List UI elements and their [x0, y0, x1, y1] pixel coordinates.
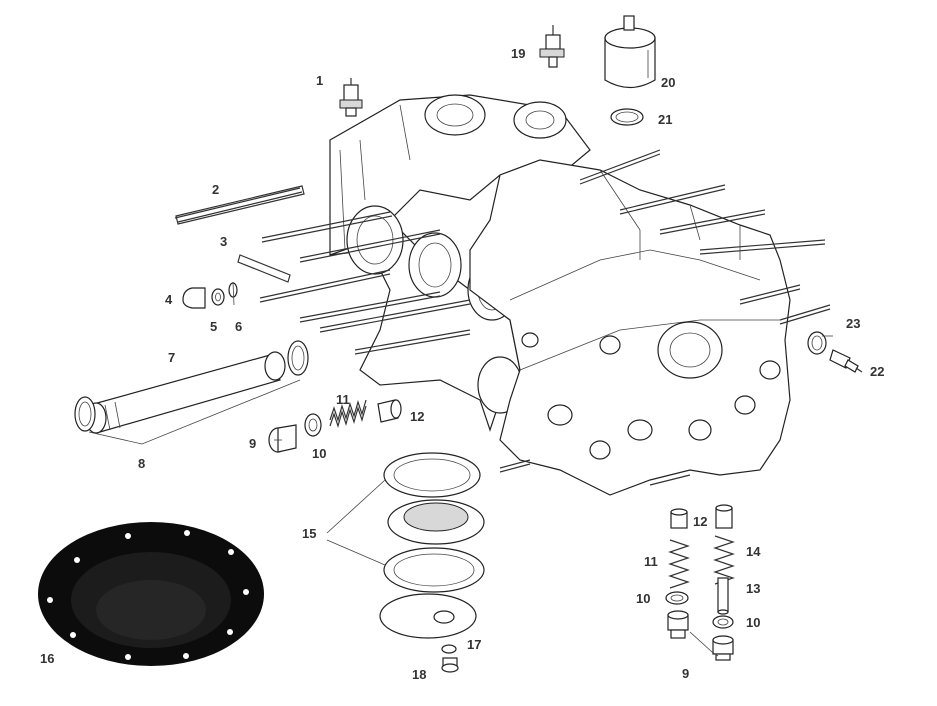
cap-nut — [182, 287, 206, 309]
callout-7: 7 — [168, 350, 175, 365]
callout-23: 23 — [846, 316, 860, 331]
callout-3: 3 — [220, 234, 227, 249]
callout-18: 18 — [412, 667, 426, 682]
callout-13: 13 — [746, 581, 760, 596]
flat-washer — [211, 288, 225, 306]
leader-lines — [88, 281, 833, 657]
tube-seal-right — [287, 340, 309, 376]
callout-4: 4 — [165, 292, 173, 307]
temperature-sender — [829, 349, 863, 373]
callout-22: 22 — [870, 364, 884, 379]
callout-11-right: 11 — [644, 554, 658, 569]
callout-2: 2 — [212, 182, 219, 197]
oil-pump-housing — [604, 15, 656, 89]
callout-8: 8 — [138, 456, 145, 471]
pump-o-ring — [610, 108, 644, 126]
sender-seal — [807, 331, 827, 355]
relief-spring-right-b — [713, 535, 735, 585]
relief-piston-right-a — [670, 508, 688, 529]
push-rod-tube — [85, 351, 286, 434]
black-sump-cover-photo — [38, 522, 264, 666]
gasket-top — [383, 452, 481, 498]
long-stud — [175, 185, 305, 225]
callout-17: 17 — [467, 637, 481, 652]
short-stud — [237, 254, 291, 283]
relief-spring-right-a — [668, 539, 690, 589]
oil-plug-right-a — [667, 610, 689, 639]
gasket-bottom — [383, 547, 485, 593]
callout-10: 10 — [312, 446, 326, 461]
relief-plunger — [717, 577, 729, 615]
callout-5: 5 — [210, 319, 217, 334]
callout-10-right-a: 10 — [636, 591, 650, 606]
callout-10-right-b: 10 — [746, 615, 760, 630]
callout-21: 21 — [658, 112, 672, 127]
callout-9: 9 — [249, 436, 256, 451]
oil-pressure-switch — [339, 78, 363, 117]
sender-unit — [539, 25, 565, 68]
callout-6: 6 — [235, 319, 242, 334]
callout-20: 20 — [661, 75, 675, 90]
relief-spring-left — [329, 399, 367, 429]
callout-labels: 1 2 3 4 5 6 7 8 9 10 11 12 15 16 17 18 1… — [40, 46, 884, 682]
tube-seal-left — [74, 396, 96, 432]
callout-14: 14 — [746, 544, 761, 559]
sealing-washer-left — [304, 413, 322, 437]
drain-plug — [441, 657, 459, 673]
oil-plug-left — [268, 424, 297, 453]
callout-9-right: 9 — [682, 666, 689, 681]
sump-plate — [379, 593, 477, 639]
strainer-cover — [387, 499, 485, 545]
callout-1: 1 — [316, 73, 323, 88]
callout-12-right: 12 — [693, 514, 707, 529]
oil-plug-right-b — [712, 635, 734, 661]
drain-washer — [441, 644, 457, 654]
crankcase-studs — [174, 149, 831, 486]
callout-12: 12 — [410, 409, 424, 424]
relief-piston-right-b — [715, 504, 733, 529]
sealing-washer-right-a — [665, 591, 689, 605]
sealing-washer-right-b — [712, 615, 734, 629]
callout-11: 11 — [336, 392, 350, 407]
relief-piston-left — [377, 399, 402, 423]
callout-19: 19 — [511, 46, 525, 61]
callout-15: 15 — [302, 526, 316, 541]
callout-16: 16 — [40, 651, 54, 666]
crankcase-half-right — [469, 159, 791, 496]
